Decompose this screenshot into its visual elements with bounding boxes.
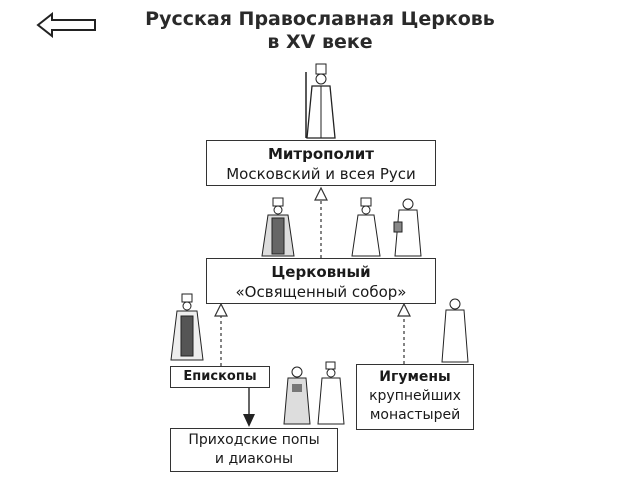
- abbots-line2: крупнейших: [369, 388, 461, 404]
- bishops-title: Епископы: [183, 369, 257, 384]
- priest-figure-illustration: [283, 366, 311, 425]
- deacon-figure-illustration: [317, 361, 345, 425]
- abbots-line3: монастырей: [369, 407, 461, 423]
- diagram-title: Русская Православная Церковь в XV веке: [140, 8, 500, 54]
- sobor-box: Церковный «Освященный собор»: [206, 258, 436, 304]
- metropolitan-box: Митрополит Московский и всея Руси: [206, 140, 436, 186]
- bishop-figure-illustration: [261, 197, 295, 257]
- metropolitan-figure-illustration: [305, 63, 336, 139]
- monk-figure-illustration: [351, 197, 381, 257]
- priests-box: Приходские попы и диаконы: [170, 428, 338, 472]
- back-arrow-icon[interactable]: [36, 12, 98, 38]
- title-line-1: Русская Православная Церковь: [145, 8, 495, 30]
- metropolitan-title: Митрополит: [267, 145, 375, 163]
- sobor-subtitle: «Освященный собор»: [235, 283, 407, 301]
- bishop-left-figure-illustration: [170, 293, 204, 361]
- title-line-2: в XV веке: [267, 31, 373, 53]
- priests-line2: и диаконы: [214, 451, 294, 467]
- abbots-title: Игумены: [379, 369, 451, 385]
- sobor-title: Церковный: [271, 263, 371, 281]
- abbots-box: Игумены крупнейших монастырей: [356, 364, 474, 430]
- abbot-figure-illustration: [441, 298, 469, 363]
- monk-with-book-figure-illustration: [393, 198, 422, 257]
- priests-line1: Приходские попы: [188, 432, 320, 448]
- bishops-box: Епископы: [170, 366, 270, 388]
- metropolitan-subtitle: Московский и всея Руси: [226, 165, 416, 183]
